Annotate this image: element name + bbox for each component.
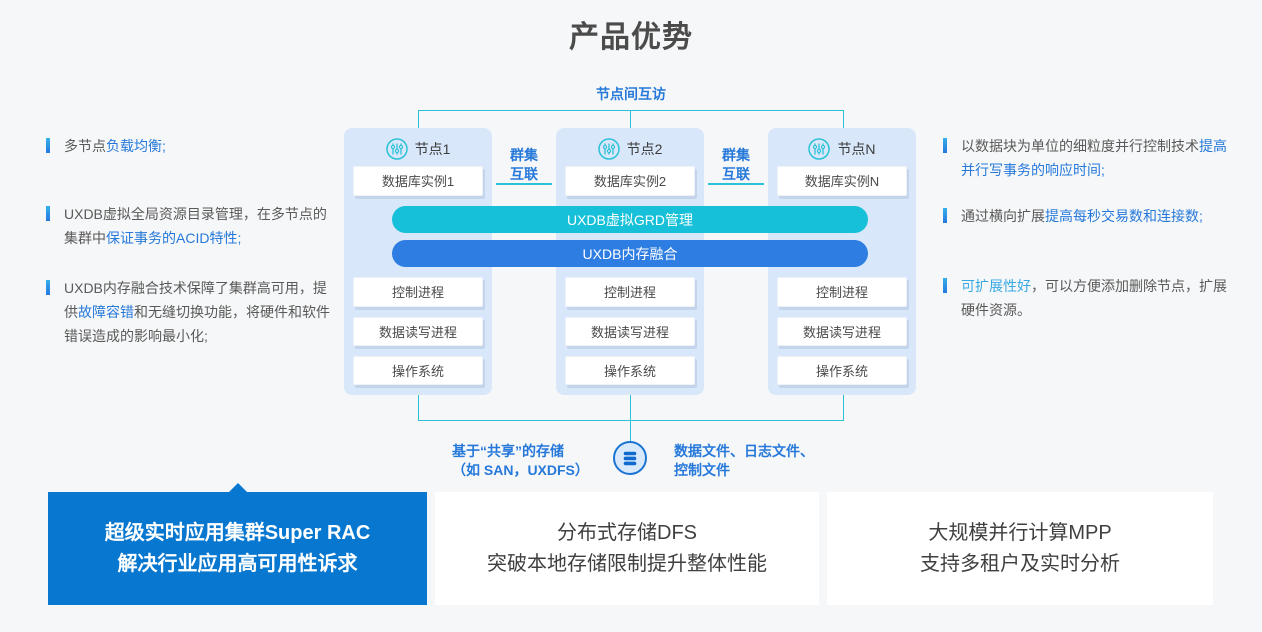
feature-marker: [46, 138, 50, 153]
feature-highlight: 故障容错: [78, 304, 134, 320]
tab-super-rac[interactable]: 超级实时应用集群Super RAC 解决行业应用高可用性诉求: [48, 483, 427, 605]
feature-highlight: 保证事务的ACID特性;: [106, 230, 242, 246]
process-box: 控制进程: [777, 277, 907, 307]
cluster-interconnect-label: 群集 互联: [722, 147, 750, 182]
process-box: 控制进程: [565, 277, 695, 307]
shared-storage-label: 基于“共享”的存储 （如 SAN，UXDFS）: [452, 443, 589, 478]
feature-marker: [943, 208, 947, 223]
process-box: 操作系统: [777, 355, 907, 385]
feature-marker: [46, 280, 50, 295]
feature-marker: [943, 138, 947, 153]
node-header: 节点2: [597, 137, 663, 160]
top-bracket-center-line: [630, 110, 631, 128]
database-icon: [623, 451, 637, 466]
feature-item-acid: UXDB虚拟全局资源目录管理，在多节点的集群中保证事务的ACID特性;: [46, 202, 332, 250]
tab-dfs[interactable]: 分布式存储DFS 突破本地存储限制提升整体性能: [435, 492, 819, 605]
node-label: 节点1: [414, 140, 451, 157]
cluster-interconnect-line: [708, 183, 764, 185]
feature-item-extensibility: 可扩展性好，可以方便添加删除节点，扩展硬件资源。: [943, 274, 1229, 322]
db-instance-box: 数据库实例N: [777, 166, 907, 196]
grd-management-bar: UXDB虚拟GRD管理: [392, 206, 868, 233]
process-box: 操作系统: [565, 355, 695, 385]
feature-item-fault-tolerance: UXDB内存融合技术保障了集群高可用，提供故障容错和无缝切换功能，将硬件和软件错…: [46, 276, 332, 348]
tune-sliders-icon: [597, 137, 620, 160]
feature-highlight: 提高并行写事务的响应时间;: [961, 138, 1227, 178]
feature-item-load-balance: 多节点负载均衡;: [46, 134, 332, 158]
node-label: 节点N: [837, 140, 876, 157]
feature-marker: [943, 278, 947, 293]
inter-node-access-label: 节点间互访: [596, 86, 666, 102]
process-box: 操作系统: [353, 355, 483, 385]
process-box: 数据读写进程: [565, 316, 695, 346]
page-title: 产品优势: [569, 21, 693, 54]
process-box: 数据读写进程: [353, 316, 483, 346]
db-instance-box: 数据库实例1: [353, 166, 483, 196]
process-box: 控制进程: [353, 277, 483, 307]
tune-sliders-icon: [808, 137, 831, 160]
top-bracket-line: [418, 110, 844, 129]
memory-fusion-bar: UXDB内存融合: [392, 240, 868, 267]
shared-storage-node: [613, 441, 647, 475]
feature-highlight: 负载均衡;: [106, 138, 166, 154]
feature-item-scale-out: 通过横向扩展提高每秒交易数和连接数;: [943, 204, 1229, 228]
tab-mpp[interactable]: 大规模并行计算MPP 支持多租户及实时分析: [827, 492, 1213, 605]
process-box: 数据读写进程: [777, 316, 907, 346]
bottom-bracket-line: [418, 395, 844, 421]
node-panel-n: 节点N 数据库实例N 控制进程 数据读写进程 操作系统: [768, 128, 916, 395]
feature-item-parallel-control: 以数据块为单位的细粒度并行控制技术提高并行写事务的响应时间;: [943, 134, 1229, 182]
cluster-interconnect-line: [496, 183, 552, 185]
storage-files-label: 数据文件、日志文件、 控制文件: [674, 443, 814, 478]
node-header: 节点1: [385, 137, 451, 160]
feature-highlight: 可扩展性好: [961, 278, 1031, 294]
tune-sliders-icon: [385, 137, 408, 160]
node-header: 节点N: [808, 137, 876, 160]
db-instance-box: 数据库实例2: [565, 166, 695, 196]
feature-marker: [46, 206, 50, 221]
node-label: 节点2: [626, 140, 663, 157]
cluster-interconnect-label: 群集 互联: [510, 147, 538, 182]
feature-highlight: 提高每秒交易数和连接数;: [1045, 208, 1203, 224]
bottom-bracket-center-line: [630, 395, 631, 443]
